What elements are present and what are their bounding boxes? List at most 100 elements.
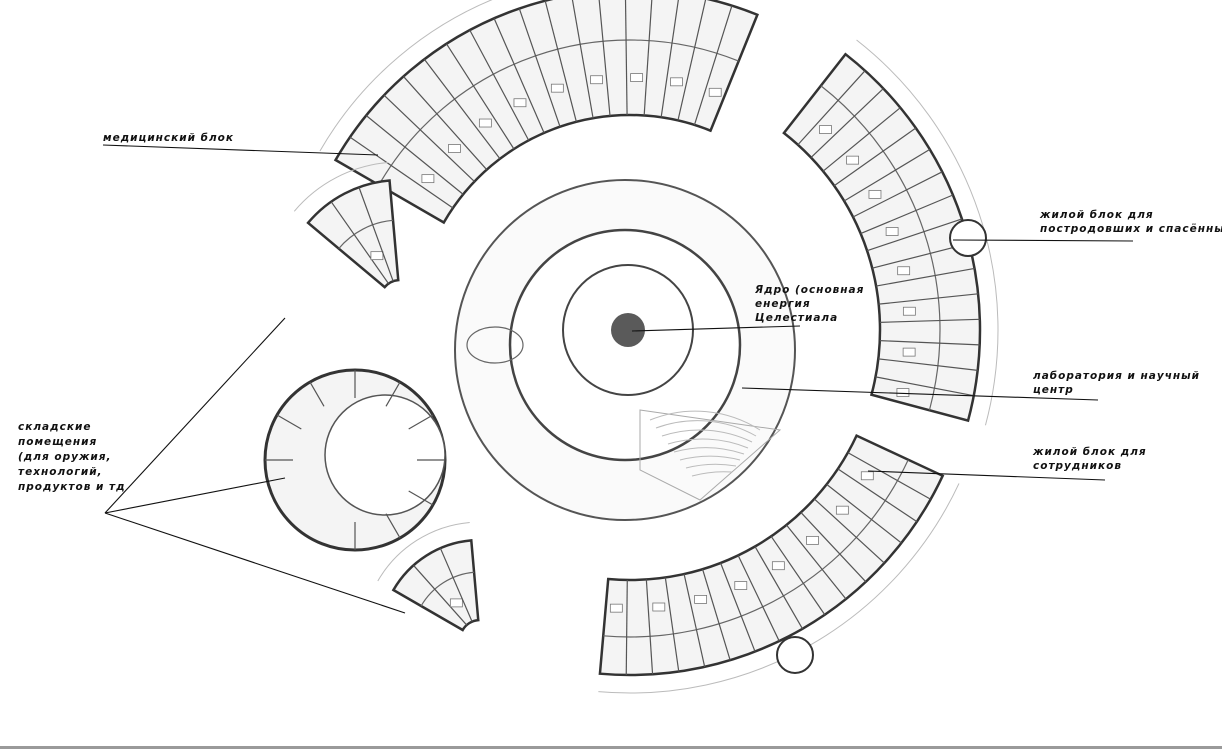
residential-staff-block-wall (754, 546, 804, 630)
storage-wall (309, 381, 325, 407)
residential-staff-block-wall (837, 468, 918, 523)
medical-block-wall (598, 0, 611, 116)
furniture (860, 471, 874, 481)
residential-staff-block-wall (800, 512, 867, 583)
furniture (478, 118, 492, 128)
residential-victims-block-wall (878, 293, 979, 305)
medical-block-wall (383, 94, 475, 182)
residential-staff-block-wall (683, 573, 706, 667)
residential-staff-block-wall (737, 555, 780, 642)
storage-bottom-corridor (420, 571, 475, 607)
residential-staff-block-wall (645, 579, 654, 675)
medical-block-wall (445, 43, 515, 150)
amphitheater-row (667, 438, 749, 449)
furniture (609, 603, 623, 613)
residential-victims-block-wall (852, 171, 943, 218)
residential-victims-block-wall (833, 127, 917, 187)
leader-laboratory (741, 387, 1099, 401)
furniture (513, 98, 527, 108)
residential-victims-block-wall (822, 107, 901, 172)
amphitheater-row (661, 429, 753, 443)
furniture (370, 251, 384, 261)
label-line: помещения (18, 436, 98, 448)
furniture (421, 174, 435, 184)
storage-bottom-wall (439, 547, 473, 622)
storage-wall (408, 490, 434, 506)
furniture (902, 347, 916, 357)
round-room (949, 219, 987, 257)
furniture (896, 388, 910, 397)
leader-victims (952, 239, 1134, 242)
residential-victims-block-terrace (856, 39, 999, 426)
residential-victims-block-wall (879, 318, 980, 323)
furniture (694, 594, 708, 604)
pool (466, 326, 524, 364)
residential-staff-block-terrace (598, 483, 960, 694)
medical-block-wall (423, 58, 501, 160)
residential-staff-block-wall (720, 562, 756, 652)
round-room (776, 636, 814, 674)
residential-victims-block-wall (843, 148, 931, 202)
label-line: сотрудников (1033, 460, 1122, 472)
furniture (771, 561, 785, 571)
label-line: центр (1033, 384, 1074, 396)
label-line: енергия (755, 298, 811, 310)
label-line: (для оружия, (18, 451, 112, 463)
label-residential-staff: жилой блок для сотрудников (1033, 445, 1147, 473)
residential-staff-block-wall (770, 536, 826, 616)
medical-block-wall (643, 0, 653, 116)
amphitheater (639, 409, 782, 501)
leader-storage-middle (104, 477, 286, 514)
storage-bottom-wall (413, 564, 468, 626)
label-line: постродовших и спасённых (1040, 223, 1222, 235)
furniture (885, 227, 899, 236)
storage-top-corridor (338, 219, 394, 249)
residential-staff-block-wall (826, 483, 902, 544)
label-line: технологий, (18, 466, 103, 478)
residential-victims-block (782, 52, 982, 423)
residential-victims-block-wall (879, 340, 980, 346)
storage-wall (385, 381, 401, 407)
residential-victims-block-wall (860, 194, 954, 235)
residential-victims-block-wall (878, 358, 978, 371)
bottom-border (0, 746, 1222, 749)
medical-block-wall (493, 18, 545, 134)
furniture (902, 306, 916, 316)
furniture (806, 535, 819, 545)
medical-block-wall (571, 0, 594, 119)
amphitheater-row (655, 420, 757, 437)
storage-hall (324, 394, 446, 516)
residential-victims-block-wall (797, 70, 866, 146)
furniture (846, 155, 860, 165)
medical-block-wall (518, 8, 561, 127)
medical-block-wall (365, 115, 464, 195)
furniture (449, 598, 463, 608)
furniture (734, 581, 748, 590)
label-line: жилой блок для (1033, 446, 1147, 458)
residential-victims-block-wall (875, 376, 974, 397)
furniture (630, 73, 644, 82)
label-core: Ядро (основная енергия Целестиала (755, 283, 864, 325)
medical-block-wall (469, 29, 530, 141)
medical-block-wall (693, 5, 733, 126)
storage-top-wall (330, 201, 390, 284)
label-line: складские (18, 421, 92, 433)
leader-storage-bottom (104, 512, 406, 614)
leader-storage-top (104, 317, 286, 514)
medical-block-wall (660, 0, 679, 118)
residential-victims-block-wall (810, 88, 884, 158)
furniture (670, 77, 683, 87)
medical-block-wall (349, 136, 454, 209)
storage-top-terrace (293, 162, 389, 212)
storage-wall (385, 513, 401, 539)
medical-block-terrace (319, 0, 493, 152)
storage-bottom-terrace (377, 521, 470, 582)
furniture (448, 144, 461, 153)
furniture (897, 266, 911, 276)
furniture (550, 83, 564, 93)
amphitheater-row (649, 410, 761, 431)
residential-victims-block-wall (866, 218, 963, 252)
storage-wall (276, 414, 302, 430)
amphitheater-row (679, 455, 741, 461)
